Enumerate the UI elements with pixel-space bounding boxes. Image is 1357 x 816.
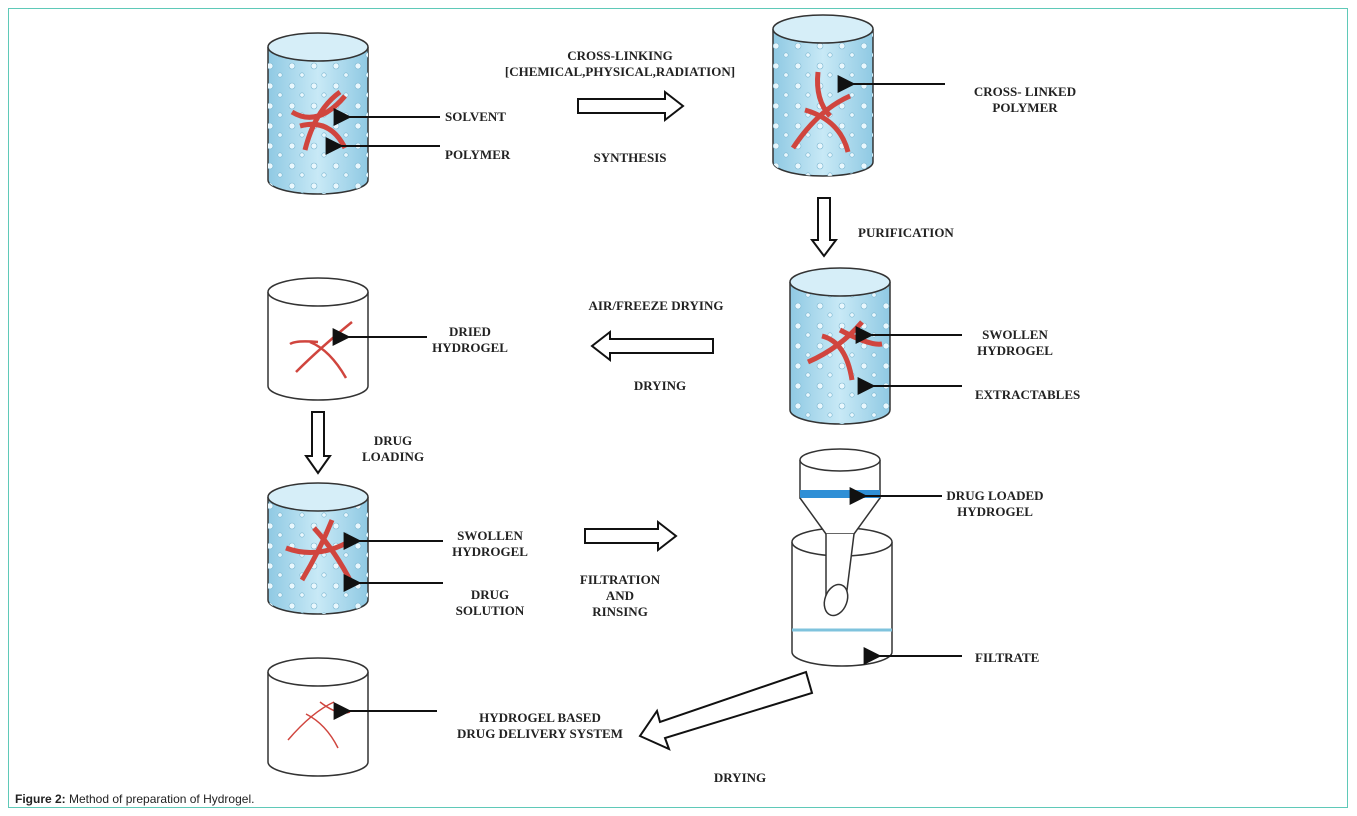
label-filtrate: FILTRATE (975, 650, 1040, 665)
beaker-drug-delivery-system (267, 657, 369, 777)
label-drying-2: DRYING (713, 770, 767, 785)
label-air-freeze-drying: AIR/FREEZE DRYING (588, 298, 724, 313)
beaker-dried-hydrogel (267, 277, 369, 401)
label-hydrogel-based-dds: HYDROGEL BASED DRUG DELIVERY SYSTEM (457, 710, 623, 741)
label-polymer: POLYMER (445, 147, 511, 162)
label-drug-loading: DRUG LOADING (361, 433, 425, 464)
label-dried-hydrogel: DRIED HYDROGEL (432, 324, 508, 355)
figure-caption-label: Figure 2: (15, 792, 66, 806)
label-solvent: SOLVENT (445, 109, 506, 124)
hollow-arrow-drying (590, 329, 714, 363)
beaker-solvent-polymer (267, 32, 369, 195)
beaker-cross-linked-polymer (772, 14, 874, 177)
hollow-arrow-cross-linking (577, 89, 685, 123)
label-extractables: EXTRACTABLES (975, 387, 1081, 402)
figure-caption: Figure 2: Method of preparation of Hydro… (15, 792, 254, 806)
label-filtration-rinsing: FILTRATION AND RINSING (579, 572, 661, 619)
figure-frame (8, 8, 1348, 808)
label-swollen-hydrogel: SWOLLEN HYDROGEL (977, 327, 1053, 358)
label-cross-linking: CROSS-LINKING [CHEMICAL,PHYSICAL,RADIATI… (504, 48, 736, 79)
label-drying-1: DRYING (633, 378, 687, 393)
label-swollen-hydrogel-2: SWOLLEN HYDROGEL (452, 528, 528, 559)
hollow-arrow-purification (810, 197, 838, 258)
beaker-drug-loading (267, 482, 369, 615)
label-cross-linked-polymer: CROSS- LINKED POLYMER (973, 84, 1077, 115)
figure-caption-text: Method of preparation of Hydrogel. (65, 792, 255, 806)
label-synthesis: SYNTHESIS (593, 150, 667, 165)
label-purification: PURIFICATION (858, 225, 954, 240)
beaker-swollen-hydrogel (789, 267, 891, 425)
hollow-arrow-filtration (584, 519, 678, 553)
hollow-arrow-final-drying (638, 670, 814, 751)
filtration-apparatus (791, 448, 893, 667)
label-drug-solution: DRUG SOLUTION (455, 587, 525, 618)
label-drug-loaded-hydrogel: DRUG LOADED HYDROGEL (946, 488, 1044, 519)
hollow-arrow-drug-loading (304, 411, 332, 475)
